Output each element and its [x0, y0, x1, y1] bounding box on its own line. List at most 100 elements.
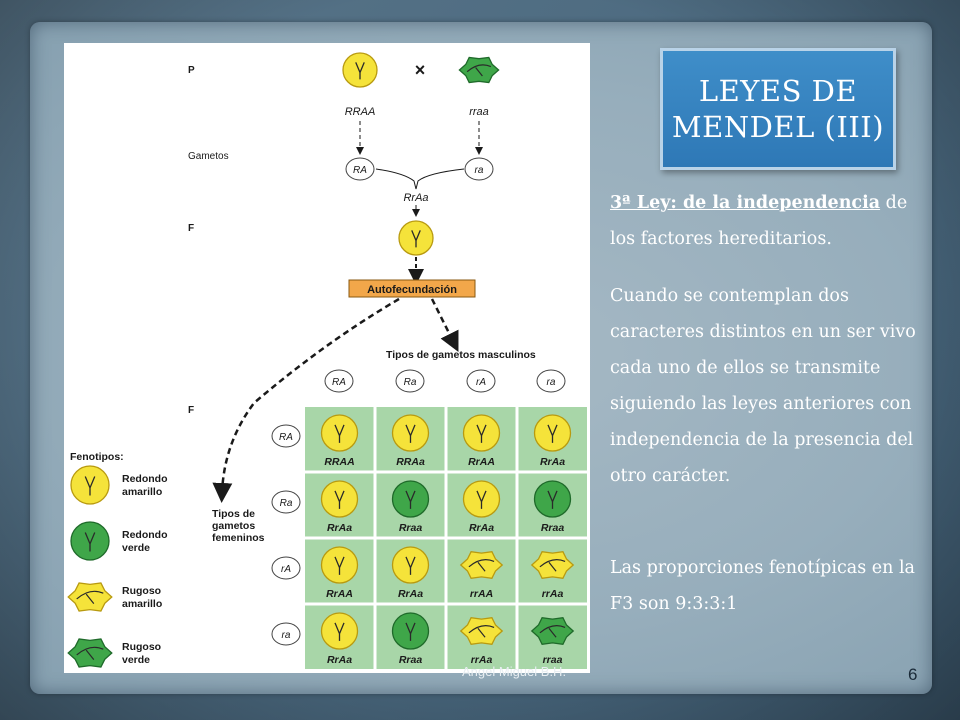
law-heading-rest: de los factores hereditarios. [610, 193, 908, 249]
male-gamete-1-label: RA [332, 377, 346, 388]
slide-title: LEYES DE MENDEL (III) [671, 74, 885, 144]
pea-mark [84, 476, 96, 496]
female-gamete-2-circle [271, 490, 301, 514]
punnett-pea [530, 550, 575, 580]
cross-symbol: × [415, 60, 426, 80]
male-gametes-title: Tipos de gametos masculinos [386, 349, 536, 361]
parent-gamete-1-label: RA [353, 165, 367, 176]
punnett-pea [391, 612, 430, 650]
punnett-pea [462, 480, 501, 518]
pea-body [459, 550, 504, 580]
punnett-pea [459, 616, 504, 646]
pea-mark [405, 490, 416, 509]
title-box: LEYES DE MENDEL (III) [660, 48, 896, 170]
male-gamete-3-label: rA [476, 377, 486, 388]
legend-pea-wg [67, 638, 113, 668]
pea-body [391, 414, 430, 452]
slide-number: 6 [908, 665, 918, 684]
punnett-pea [391, 546, 430, 584]
punnett-genotype: RrAa [327, 654, 352, 666]
pea-mark [84, 532, 96, 552]
pea-mark [468, 625, 495, 638]
female-gamete-4-circle [271, 622, 301, 646]
female-gamete-1-circle [271, 424, 301, 448]
pea-body [67, 582, 113, 612]
parent-gamete-2-label: ra [475, 165, 484, 176]
punnett-pea [320, 480, 359, 518]
punnett-genotype: RrAa [327, 522, 352, 534]
parent-pea-wrinkled-green [458, 56, 500, 84]
pea-body [67, 638, 113, 668]
law-heading: 3ª Ley: de la independencia [610, 193, 881, 213]
punnett-pea [533, 480, 572, 518]
female-gamete-4-label: ra [282, 630, 291, 641]
punnett-genotype: rrAa [471, 654, 493, 666]
punnett-genotype: RrAA [326, 588, 353, 600]
row-label-p: P [188, 65, 195, 76]
parent-genotype-2: rraa [469, 106, 489, 118]
punnett-genotype: RrAA [468, 456, 495, 468]
legend-pea-wy [67, 582, 113, 612]
pea-body [533, 414, 572, 452]
male-gamete-2-label: Ra [404, 377, 417, 388]
pea-body [320, 546, 359, 584]
pea-mark [334, 622, 345, 641]
pea-body [391, 612, 430, 650]
pea-mark [334, 556, 345, 575]
punnett-genotype: RRAA [324, 456, 354, 468]
punnett-pea [530, 616, 575, 646]
punnett-genotype: rrAa [542, 588, 564, 600]
female-gamete-3-label: rA [281, 564, 291, 575]
punnett-genotype: RrAa [469, 522, 494, 534]
pea-mark [334, 490, 345, 509]
pea-mark [405, 556, 416, 575]
pea-body [530, 550, 575, 580]
punnett-genotype: Rraa [541, 522, 565, 534]
pea-mark [468, 559, 495, 572]
punnett-pea [320, 546, 359, 584]
row-label-gametos: Gametos [188, 151, 229, 162]
pea-body [342, 52, 378, 88]
pea-mark [405, 622, 416, 641]
punnett-genotype: Rraa [399, 654, 423, 666]
f1-pea [398, 220, 434, 256]
row-label-f1: F [188, 223, 194, 234]
male-gamete-3-circle [466, 369, 496, 393]
punnett-pea [533, 414, 572, 452]
pea-mark [405, 424, 416, 443]
pea-body [459, 616, 504, 646]
punnett-pea [462, 414, 501, 452]
proportions-text: Las proporciones fenotípicas en la F3 so… [610, 558, 915, 614]
pea-mark [76, 646, 104, 661]
pea-body [320, 414, 359, 452]
punnett-genotype: RrAa [540, 456, 565, 468]
parent-pea-round-yellow [342, 52, 378, 88]
arrow-to-female [212, 297, 400, 503]
punnett-pea [391, 480, 430, 518]
pea-body [320, 480, 359, 518]
pea-mark [476, 490, 487, 509]
pea-body [462, 414, 501, 452]
pea-mark [76, 590, 104, 605]
selfing-label-box [348, 279, 476, 298]
gamete-bracket [375, 168, 465, 190]
punnett-genotype: RrAa [398, 588, 423, 600]
pea-mark [547, 490, 558, 509]
pea-body [533, 480, 572, 518]
female-gamete-3-circle [271, 556, 301, 580]
law-paragraph: Cuando se contemplan dos caracteres dist… [610, 286, 916, 486]
punnett-pea [459, 550, 504, 580]
male-gamete-1-circle [324, 369, 354, 393]
pea-body [530, 616, 575, 646]
pea-mark [466, 64, 492, 77]
male-gamete-4-circle [536, 369, 566, 393]
punnett-pea [320, 612, 359, 650]
punnett-genotype: RRAa [396, 456, 425, 468]
punnett-pea [391, 414, 430, 452]
female-gamete-1-label: RA [279, 432, 293, 443]
pea-body [462, 480, 501, 518]
